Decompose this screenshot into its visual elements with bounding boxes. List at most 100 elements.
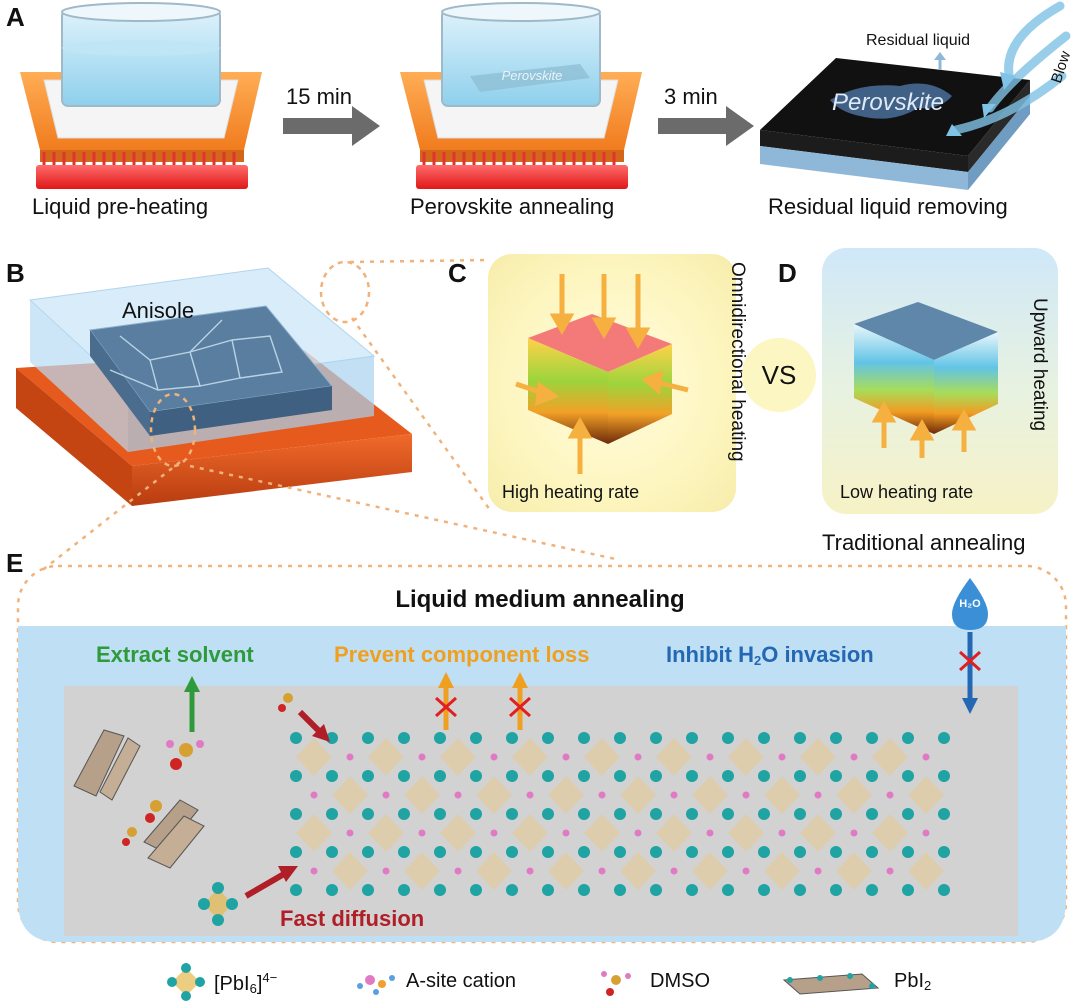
lattice-atom bbox=[326, 770, 338, 782]
lattice-octahedron bbox=[440, 814, 476, 852]
lattice-octahedron bbox=[548, 776, 584, 814]
inhibit-h2o-label: Inhibit H2O invasion bbox=[666, 642, 874, 668]
upward-heating-arrows bbox=[871, 400, 977, 458]
lattice-atom bbox=[902, 770, 914, 782]
lattice-atom bbox=[866, 770, 878, 782]
legend-cation-icon bbox=[357, 975, 395, 995]
lattice-cation bbox=[742, 867, 750, 875]
lattice-atom bbox=[650, 884, 662, 896]
lattice-octahedron bbox=[584, 814, 620, 852]
lattice-cation bbox=[778, 753, 786, 761]
lattice-atom bbox=[434, 846, 446, 858]
legend-pbi6-label: [PbI6]4− bbox=[214, 970, 277, 996]
lattice-atom bbox=[434, 808, 446, 820]
lattice-atom bbox=[614, 770, 626, 782]
anisole-label: Anisole bbox=[122, 298, 195, 323]
lattice-cation bbox=[814, 867, 822, 875]
film-cross-section-d bbox=[854, 302, 998, 434]
extract-solvent-label: Extract solvent bbox=[96, 642, 254, 667]
lattice-atom bbox=[506, 808, 518, 820]
lattice-octahedron bbox=[296, 738, 332, 776]
lattice-octahedron bbox=[836, 852, 872, 890]
lattice-cation bbox=[634, 753, 642, 761]
lattice-atom bbox=[938, 846, 950, 858]
omni-heating-arrows bbox=[515, 274, 689, 474]
lattice-atom bbox=[542, 846, 554, 858]
lattice-atom bbox=[686, 808, 698, 820]
lattice-cation bbox=[742, 791, 750, 799]
lattice-atom bbox=[866, 884, 878, 896]
lattice-octahedron bbox=[728, 738, 764, 776]
lattice-atom bbox=[542, 808, 554, 820]
lattice-atom bbox=[866, 732, 878, 744]
lattice-atom bbox=[542, 732, 554, 744]
lattice-atom bbox=[506, 770, 518, 782]
lattice-atom bbox=[362, 884, 374, 896]
panel-label-d: D bbox=[778, 258, 797, 288]
panel-c-illustration bbox=[515, 274, 689, 474]
lattice-octahedron bbox=[404, 776, 440, 814]
inhibit-label-post: O invasion bbox=[761, 642, 874, 667]
prevent-loss-label: Prevent component loss bbox=[334, 642, 590, 667]
lattice-octahedron bbox=[512, 814, 548, 852]
panel-b-illustration bbox=[16, 260, 412, 506]
lattice-atom bbox=[398, 846, 410, 858]
lattice-atom bbox=[470, 846, 482, 858]
lattice-atom bbox=[470, 808, 482, 820]
lattice-cation bbox=[634, 829, 642, 837]
lattice-atom bbox=[902, 884, 914, 896]
lattice-atom bbox=[830, 884, 842, 896]
lattice-octahedron bbox=[692, 852, 728, 890]
step3-caption: Residual liquid removing bbox=[768, 194, 1008, 219]
inhibit-label-sub: 2 bbox=[753, 653, 762, 668]
residual-liquid-label: Residual liquid bbox=[866, 32, 971, 49]
lattice-atom bbox=[758, 884, 770, 896]
zoom-circle-c bbox=[319, 260, 371, 324]
lattice-atom bbox=[290, 732, 302, 744]
lattice-atom bbox=[614, 808, 626, 820]
lattice-atom bbox=[830, 808, 842, 820]
lattice-atom bbox=[614, 846, 626, 858]
lattice-atom bbox=[794, 770, 806, 782]
lattice-atom bbox=[722, 808, 734, 820]
droplet-label: H₂O bbox=[959, 598, 981, 610]
lattice-atom bbox=[722, 732, 734, 744]
lattice-cation bbox=[598, 791, 606, 799]
lattice-octahedron bbox=[872, 814, 908, 852]
legend-pbi2-icon bbox=[782, 973, 880, 995]
lattice-atom bbox=[470, 770, 482, 782]
perovskite-grains bbox=[89, 305, 333, 436]
lattice-cation bbox=[670, 867, 678, 875]
legend-pbi6-post: ] bbox=[256, 973, 263, 995]
lattice-cation bbox=[346, 753, 354, 761]
fast-diffusion-label: Fast diffusion bbox=[280, 906, 425, 931]
lattice-atom bbox=[470, 884, 482, 896]
lattice-atom bbox=[830, 846, 842, 858]
lattice-atom bbox=[578, 732, 590, 744]
lattice-cation bbox=[886, 791, 894, 799]
lattice-cation bbox=[670, 791, 678, 799]
legend-dmso-label: DMSO bbox=[650, 970, 710, 992]
lattice-atom bbox=[794, 846, 806, 858]
lattice-cation bbox=[382, 867, 390, 875]
lattice-atom bbox=[290, 770, 302, 782]
lattice-atom bbox=[362, 846, 374, 858]
lattice-atom bbox=[542, 770, 554, 782]
panel-d-side-label: Upward heating bbox=[1029, 298, 1050, 432]
lattice-octahedron bbox=[332, 776, 368, 814]
legend-pbi6-pre: [PbI bbox=[214, 973, 250, 995]
lattice-octahedron bbox=[584, 738, 620, 776]
lattice-atom bbox=[830, 770, 842, 782]
lattice-octahedron bbox=[872, 738, 908, 776]
lattice-atom bbox=[398, 808, 410, 820]
step1-time-label: 15 min bbox=[286, 84, 353, 109]
lattice-atom bbox=[578, 770, 590, 782]
panel-e-title: Liquid medium annealing bbox=[395, 586, 685, 613]
slab-film-text: Perovskite bbox=[832, 89, 944, 116]
lattice-octahedron bbox=[512, 738, 548, 776]
lattice-cation bbox=[706, 829, 714, 837]
lattice-cation bbox=[454, 867, 462, 875]
lattice-octahedron bbox=[656, 738, 692, 776]
lattice-octahedron bbox=[296, 814, 332, 852]
lattice-atom bbox=[506, 732, 518, 744]
